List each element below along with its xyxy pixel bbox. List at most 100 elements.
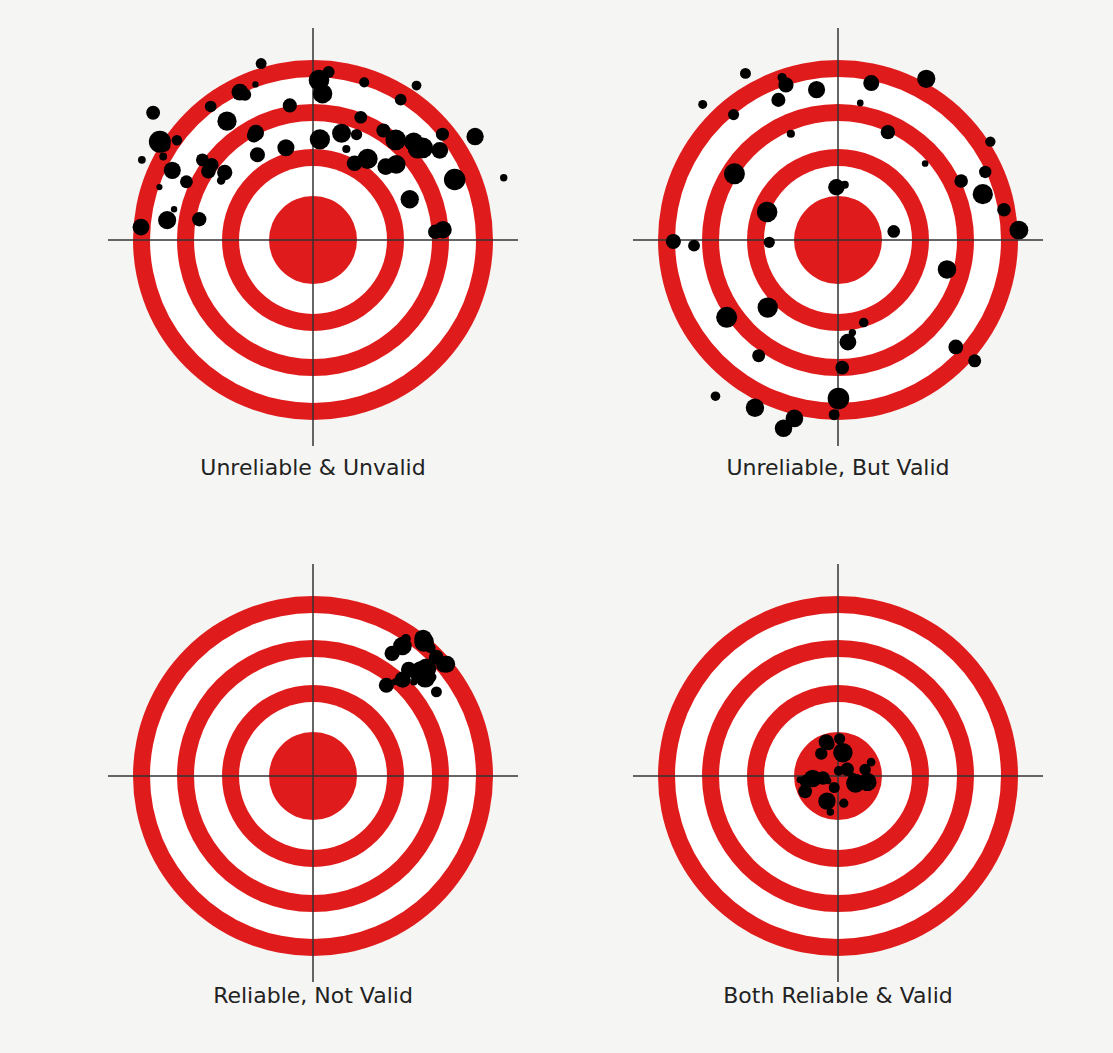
shot-hole	[500, 174, 507, 181]
shot-hole	[833, 743, 852, 762]
shot-hole	[354, 111, 367, 124]
shot-hole	[968, 354, 981, 367]
caption-box: Both Reliable & Valid	[618, 983, 1058, 1008]
shot-hole	[917, 70, 935, 88]
shot-hole	[414, 630, 432, 648]
shot-hole	[205, 101, 217, 113]
shot-hole	[815, 747, 827, 759]
shot-hole	[395, 94, 407, 106]
shot-hole	[412, 138, 433, 159]
shot-hole	[412, 661, 430, 679]
shot-hole	[859, 318, 869, 328]
shot-hole	[431, 686, 442, 697]
shot-hole	[252, 81, 258, 87]
shot-hole	[376, 124, 390, 138]
shot-hole	[377, 158, 394, 175]
caption-box: Unreliable, But Valid	[618, 455, 1058, 480]
shot-hole	[180, 175, 193, 188]
shot-hole	[829, 782, 840, 793]
shot-hole	[133, 219, 150, 236]
shot-hole	[310, 129, 330, 149]
shot-hole	[740, 68, 751, 79]
shot-hole	[146, 106, 160, 120]
shot-hole	[192, 212, 206, 226]
shot-hole	[840, 334, 857, 351]
caption-box: Reliable, Not Valid	[93, 983, 533, 1008]
shot-hole	[954, 174, 968, 188]
shot-hole	[764, 237, 775, 248]
shot-hole	[401, 190, 419, 208]
shot-hole	[256, 58, 267, 69]
caption-box: Unreliable & Unvalid	[93, 455, 533, 480]
shot-hole	[979, 166, 991, 178]
shot-hole	[277, 139, 294, 156]
shot-hole	[359, 77, 369, 87]
shot-hole	[250, 147, 265, 162]
shot-hole	[172, 135, 183, 146]
shot-hole	[777, 73, 786, 82]
shot-hole	[342, 145, 350, 153]
target	[633, 564, 1043, 982]
shot-hole	[985, 136, 995, 146]
shot-hole	[395, 672, 411, 688]
shot-hole	[881, 125, 895, 139]
shot-hole	[997, 203, 1011, 217]
shot-hole	[758, 297, 778, 317]
shot-hole	[752, 349, 765, 362]
shot-hole	[688, 240, 700, 252]
shot-hole	[357, 149, 377, 169]
shot-hole	[711, 391, 721, 401]
shot-hole	[164, 162, 181, 179]
shot-hole	[427, 672, 437, 682]
shot-hole	[232, 84, 249, 101]
shot-hole	[158, 211, 176, 229]
shot-hole	[922, 160, 929, 167]
shot-hole	[857, 100, 864, 107]
shot-hole	[818, 793, 835, 810]
caption: Unreliable, But Valid	[726, 455, 949, 480]
shot-hole	[412, 81, 422, 91]
shot-hole	[887, 225, 900, 238]
shot-hole	[438, 656, 455, 673]
shot-hole	[247, 129, 261, 143]
shot-hole	[828, 388, 850, 410]
shot-hole	[829, 409, 840, 420]
target	[633, 28, 1043, 446]
shot-hole	[834, 733, 845, 744]
shot-hole	[859, 764, 870, 775]
shot-hole	[217, 176, 226, 185]
target	[108, 28, 518, 446]
shot-hole	[428, 225, 442, 239]
shot-hole	[786, 410, 804, 428]
caption: Both Reliable & Valid	[723, 983, 952, 1008]
shot-hole	[819, 734, 834, 749]
shot-hole	[841, 763, 854, 776]
shot-hole	[283, 98, 297, 112]
shot-hole	[746, 398, 764, 416]
shot-hole	[666, 234, 681, 249]
shot-hole	[835, 361, 849, 375]
shot-hole	[351, 129, 362, 140]
shot-hole	[385, 646, 400, 661]
caption: Reliable, Not Valid	[213, 983, 413, 1008]
shot-hole	[798, 784, 812, 798]
shot-hole	[444, 169, 466, 191]
shot-hole	[973, 184, 993, 204]
shot-hole	[839, 799, 848, 808]
shot-hole	[159, 153, 167, 161]
target	[108, 564, 518, 982]
caption: Unreliable & Unvalid	[200, 455, 425, 480]
shot-hole	[808, 81, 825, 98]
shot-hole	[138, 156, 146, 164]
shot-hole	[828, 179, 844, 195]
shot-hole	[431, 142, 448, 159]
shot-hole	[149, 131, 171, 153]
shot-hole	[1009, 221, 1028, 240]
shot-hole	[698, 100, 707, 109]
shot-hole	[948, 340, 963, 355]
shot-hole	[466, 128, 483, 145]
crosshair-line	[837, 28, 839, 446]
shot-hole	[332, 124, 351, 143]
shot-hole	[171, 206, 177, 212]
